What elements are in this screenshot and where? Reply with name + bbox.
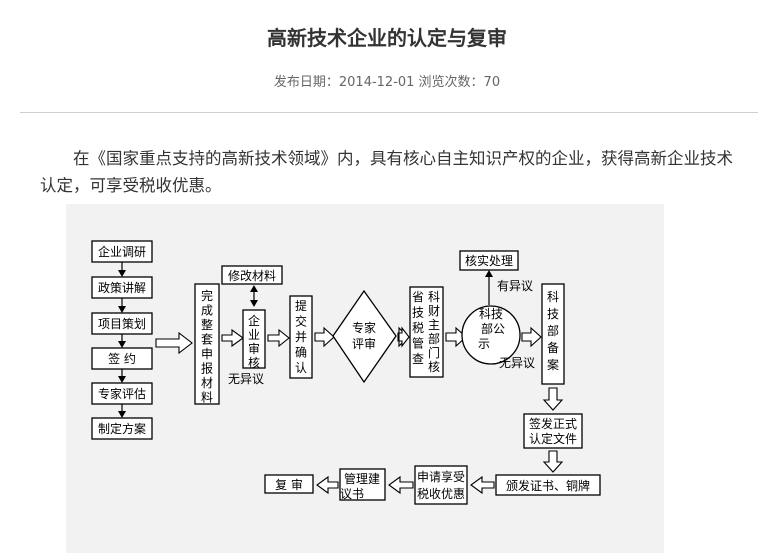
prov_b-char: 科 (428, 290, 440, 304)
prov_b-char: 财 (428, 304, 440, 318)
svg-text:税收优惠: 税收优惠 (417, 487, 465, 501)
svg-text:核实处理: 核实处理 (465, 253, 513, 268)
arrow-to-verify (485, 270, 493, 305)
complete-char: 套 (201, 333, 213, 347)
complete-char: 报 (201, 361, 213, 376)
prov_a-char: 税 (412, 321, 424, 335)
prov_a-char: 管 (412, 336, 424, 351)
prov_a-char: 技 (412, 306, 424, 320)
svg-text:复 审: 复 审 (275, 477, 303, 492)
step-expert-evaluation: 专家评估 (91, 382, 153, 405)
prov_a-char: 查 (412, 352, 424, 366)
arrow-modify-audit (250, 285, 258, 307)
step-expert-review: 专家 评审 (332, 289, 397, 384)
step-policy-briefing: 政策讲解 (91, 276, 153, 299)
label-has-objection: 有异议 (497, 279, 533, 293)
complete-char: 申 (201, 347, 213, 361)
svg-text:签 约: 签 约 (108, 351, 136, 366)
arrow-to-audit (221, 328, 244, 348)
svg-text:企业调研: 企业调研 (98, 244, 146, 259)
svg-text:认定文件: 认定文件 (529, 431, 577, 446)
svg-text:专家: 专家 (352, 320, 376, 335)
svg-text:颁发证书、铜牌: 颁发证书、铜牌 (506, 478, 590, 493)
arrow-to-tax (470, 475, 495, 495)
step-tax-benefit: 申请享受 税收优惠 (414, 465, 468, 505)
flowchart-image: 企业调研 政策讲解 项目策划 签 约 专家评估 制定方案 完成整套申报材料 (66, 204, 664, 553)
record-char: 备 (547, 341, 559, 355)
prov_a-char: 省 (412, 290, 424, 304)
complete-char: 整 (201, 317, 213, 332)
step-enterprise-research: 企业调研 (91, 240, 153, 263)
step-project-planning: 项目策划 (91, 312, 153, 335)
article-intro: 在《国家重点支持的高新技术领域》内，具有核心自主知识产权的企业，获得高新企业技术… (40, 149, 733, 195)
record-char: 技 (547, 307, 559, 321)
step-issue-certificate: 颁发证书、铜牌 (495, 474, 601, 496)
record-char: 科 (547, 290, 559, 304)
step-issue-document: 签发正式 认定文件 (523, 413, 583, 449)
arrow-to-record (521, 326, 542, 348)
confirm-char: 认 (295, 361, 307, 375)
audit-char: 审 (248, 341, 260, 356)
label-no-objection-2: 无异议 (499, 356, 535, 370)
complete-char: 料 (201, 391, 213, 405)
step-public-notice: 科技 部公 示 (461, 305, 521, 365)
svg-text:专家评估: 专家评估 (98, 386, 146, 401)
step-verify: 核实处理 (459, 250, 519, 271)
arrow-to-mgmt (388, 475, 414, 495)
svg-text:政策讲解: 政策讲解 (98, 280, 146, 295)
step-sign-contract: 签 约 (91, 347, 153, 370)
prov_b-char: 部 (428, 331, 440, 346)
complete-char: 完 (201, 288, 213, 303)
svg-text:制定方案: 制定方案 (98, 421, 146, 436)
svg-text:科技: 科技 (479, 307, 503, 321)
complete-char: 成 (201, 304, 213, 318)
svg-text:部公: 部公 (481, 321, 505, 336)
step-re-review: 复 审 (264, 474, 314, 494)
record-char: 部 (547, 323, 559, 338)
confirm-char: 确 (295, 346, 307, 360)
audit-char: 企 (248, 313, 260, 328)
confirm-char: 交 (295, 314, 307, 329)
svg-text:修改材料: 修改材料 (228, 268, 276, 283)
arrow-to-expert-review (314, 326, 335, 348)
arrow-to-issue (542, 387, 564, 411)
arrow-to-complete (155, 331, 193, 355)
article-title: 高新技术企业的认定与复审 (267, 26, 507, 50)
svg-text:管理建: 管理建 (344, 471, 380, 486)
svg-text:评审: 评审 (352, 336, 376, 351)
confirm-char: 并 (295, 330, 307, 344)
divider (20, 112, 758, 113)
arrow-to-public-notice (445, 326, 467, 348)
svg-text:签发正式: 签发正式 (529, 416, 577, 431)
prov_b-char: 主 (428, 318, 440, 332)
audit-char: 业 (248, 328, 260, 342)
svg-text:议书: 议书 (340, 487, 364, 501)
arrow-to-confirm (267, 328, 290, 348)
arrow-to-certificate (542, 450, 564, 473)
record-char: 案 (547, 357, 559, 372)
prov_b-char: 门 (428, 345, 440, 360)
svg-text:示: 示 (478, 337, 490, 351)
article-meta: 发布日期：2014-12-01 浏览次数：70 (273, 75, 501, 90)
step-modify-materials: 修改材料 (221, 265, 283, 285)
svg-text:申请享受: 申请享受 (417, 469, 465, 484)
label-no-objection-1: 无异议 (228, 372, 264, 386)
step-make-plan: 制定方案 (91, 417, 153, 440)
confirm-char: 提 (295, 298, 307, 313)
arrows-left-column (118, 262, 126, 418)
audit-char: 核 (248, 356, 260, 370)
svg-text:项目策划: 项目策划 (98, 317, 146, 331)
step-management-advice: 管理建 议书 (339, 468, 386, 501)
arrow-to-review (316, 475, 339, 495)
complete-char: 材 (201, 376, 213, 390)
prov_b-char: 核 (428, 360, 440, 374)
